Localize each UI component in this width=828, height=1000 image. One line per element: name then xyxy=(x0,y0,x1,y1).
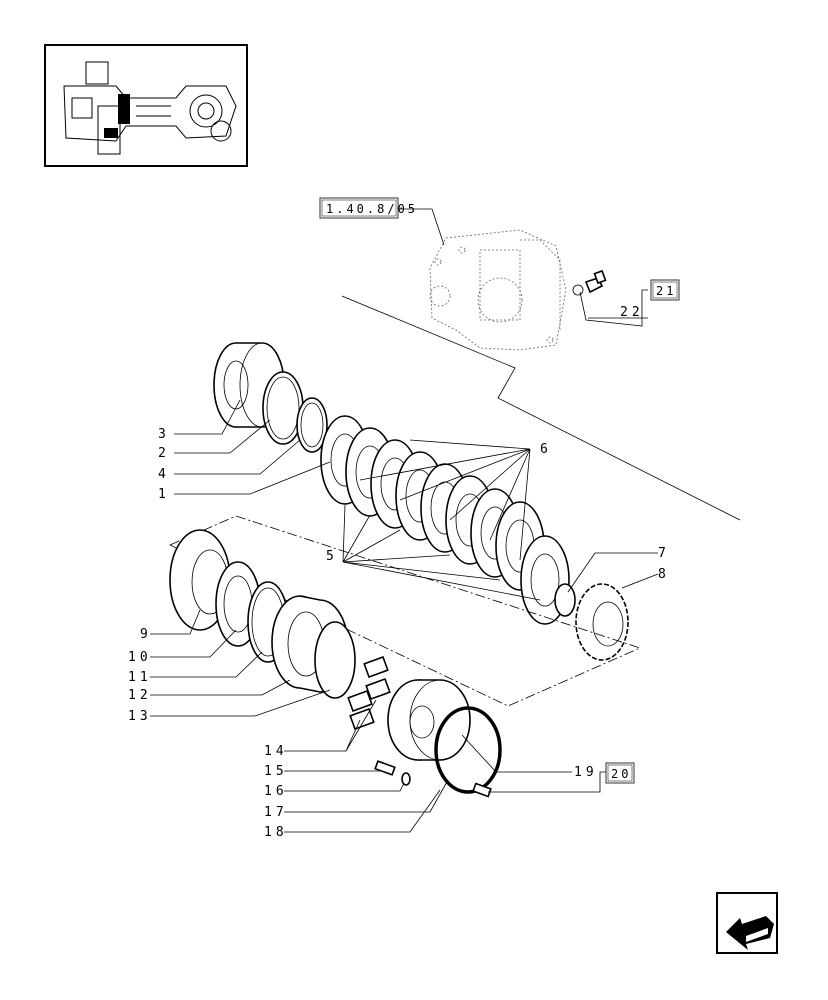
snap-ring-part-4 xyxy=(296,397,328,453)
callout-8: 8 xyxy=(658,567,666,582)
bolt-part-20 xyxy=(472,782,492,798)
callout-13: 13 xyxy=(128,709,152,724)
callout-9: 9 xyxy=(140,627,148,642)
callout-14: 14 xyxy=(264,744,288,759)
back-arrow-icon xyxy=(726,916,774,950)
assembly-overview-thumbnail[interactable] xyxy=(44,44,248,167)
ref-21-label: 21 xyxy=(656,284,676,298)
callout-3: 3 xyxy=(158,427,166,442)
callout-17: 17 xyxy=(264,805,288,820)
ring-part-13 xyxy=(314,621,356,699)
callout-15: 15 xyxy=(264,764,288,779)
gear-hub-part-8 xyxy=(575,583,629,661)
callout-4: 4 xyxy=(158,467,166,482)
o-ring-part-18 xyxy=(434,706,502,794)
callout-10: 10 xyxy=(128,650,152,665)
ref-link-20[interactable]: 20 xyxy=(605,762,635,784)
callout-18: 18 xyxy=(264,825,288,840)
callout-11: 11 xyxy=(128,670,152,685)
callouts: 3 2 4 1 5 6 7 8 9 10 11 12 13 14 15 16 1… xyxy=(128,305,666,840)
ref-20-label: 20 xyxy=(611,767,631,781)
bolt-part-22 xyxy=(572,269,607,296)
springs-part-14 xyxy=(347,655,391,731)
callout-22: 22 xyxy=(620,305,644,320)
callout-1: 1 xyxy=(158,487,166,502)
ref-1-40-8-05-label: 1.40.8/05 xyxy=(326,202,418,216)
callout-2: 2 xyxy=(158,446,166,461)
callout-6: 6 xyxy=(540,442,548,457)
overview-drawing xyxy=(63,61,237,155)
previous-page-button[interactable] xyxy=(716,892,778,954)
ref-link-21[interactable]: 21 xyxy=(650,279,680,301)
carrier-part xyxy=(387,679,471,761)
friction-discs-part-5-6 xyxy=(320,415,570,625)
ring-part-7 xyxy=(554,583,576,617)
callout-5: 5 xyxy=(326,549,334,564)
callout-16: 16 xyxy=(264,784,288,799)
callout-12: 12 xyxy=(128,688,152,703)
ref-link-1-40-8-05[interactable]: 1.40.8/05 xyxy=(319,197,418,219)
callout-19: 19 xyxy=(574,765,598,780)
bolt-part-15 xyxy=(374,760,396,776)
callout-7: 7 xyxy=(658,546,666,561)
housing-part xyxy=(429,229,567,351)
washer-part-16 xyxy=(401,772,411,786)
